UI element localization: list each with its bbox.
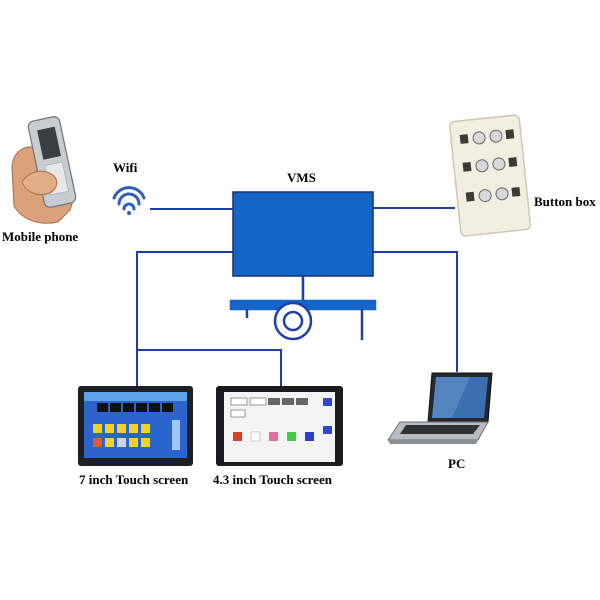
wire-vms-pc <box>373 251 458 372</box>
vms-label: VMS <box>287 170 316 185</box>
wire-touchscreen-bus <box>137 349 282 388</box>
mobile-phone-icon <box>11 116 77 224</box>
pc-laptop-icon <box>387 372 493 444</box>
wifi-icon <box>112 186 146 215</box>
button-box-icon <box>448 114 532 237</box>
touchscreen-7-icon <box>78 386 193 466</box>
vms-mount-symbol <box>229 276 377 341</box>
mobile-phone-label: Mobile phone <box>2 229 79 244</box>
touchscreen-43-label: 4.3 inch Touch screen <box>213 472 332 487</box>
touchscreen-7-label: 7 inch Touch screen <box>79 472 189 487</box>
pc-label: PC <box>448 456 466 471</box>
wifi-label: Wifi <box>113 160 138 175</box>
vms-box <box>232 191 374 277</box>
button-box-label: Button box <box>534 194 596 209</box>
touchscreen-43-icon <box>216 386 343 466</box>
wires <box>136 207 458 388</box>
wire-vms-left-bus <box>136 251 233 388</box>
